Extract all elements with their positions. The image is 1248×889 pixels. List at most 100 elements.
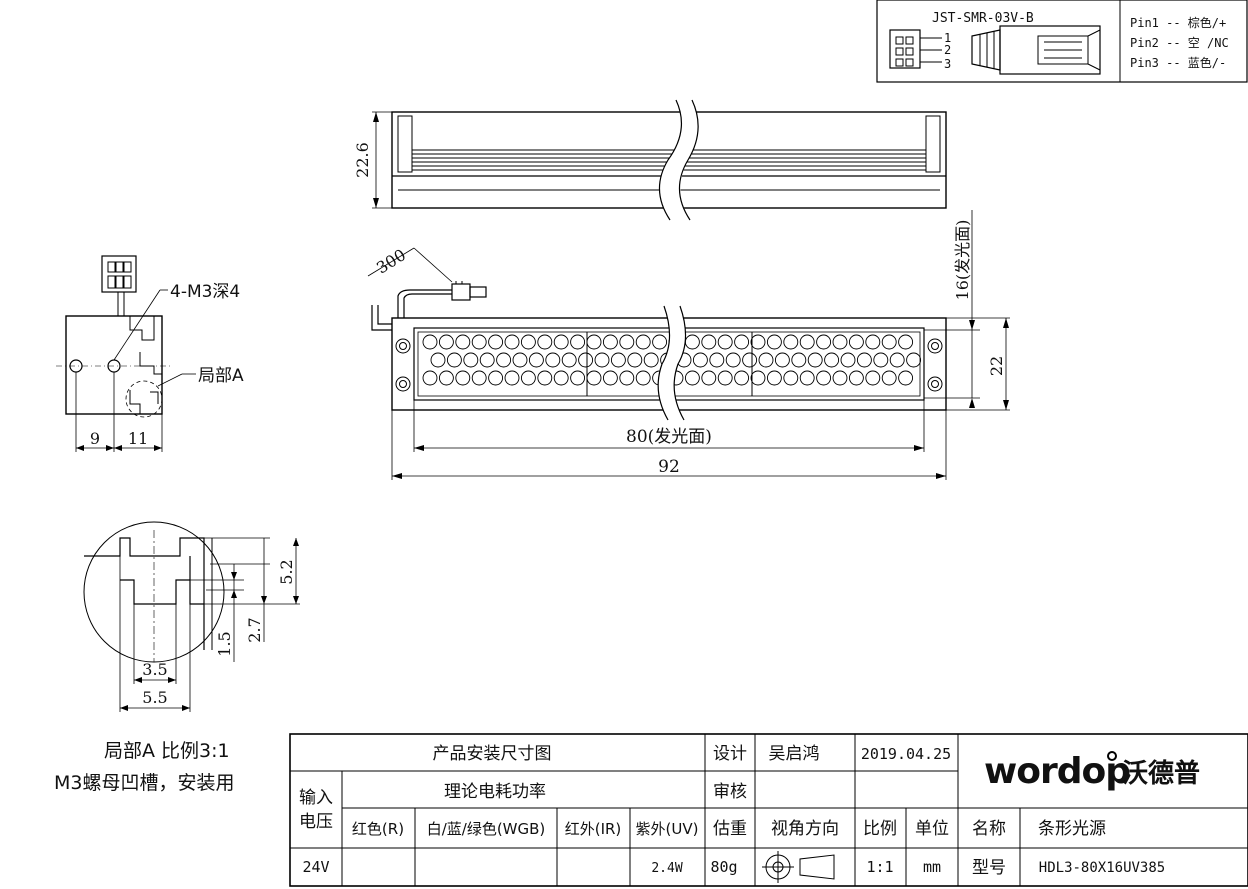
mounting-hole-tr — [927, 338, 943, 354]
led — [701, 370, 717, 386]
connector-info-box: JST-SMR-03V-B 1 2 3 — [876, 0, 1248, 83]
led — [692, 352, 708, 368]
tb-weight-label: 估重 — [713, 819, 747, 839]
dim-width-22: 22 — [987, 356, 1006, 376]
end-view: 4-M3深4 局部A 9 11 — [56, 255, 244, 452]
brand-logo: wordop 沃德普 — [984, 751, 1200, 792]
led — [619, 370, 635, 386]
detail-note-line1: 局部A 比例3:1 — [104, 740, 230, 762]
dim-end-9: 9 — [90, 429, 100, 448]
led — [570, 334, 586, 350]
led — [553, 370, 569, 386]
dim-emit-width-16: 16(发光面) — [953, 220, 972, 301]
mounting-hole-br — [927, 376, 943, 392]
led — [832, 334, 848, 350]
brand-cn: 沃德普 — [1122, 758, 1200, 789]
tb-col-red: 红色(R) — [352, 820, 404, 838]
tb-name-label: 名称 — [972, 819, 1006, 839]
led — [750, 334, 766, 350]
led — [537, 370, 553, 386]
led — [438, 334, 454, 350]
led — [602, 334, 618, 350]
led — [816, 334, 832, 350]
tb-view-label: 视角方向 — [771, 819, 839, 839]
detail-a-view: 5.2 2.7 1.5 3.5 5.5 局部A 比例3:1 M3螺母凹槽，安装用 — [54, 521, 300, 794]
led — [783, 334, 799, 350]
led — [446, 352, 462, 368]
led — [734, 334, 750, 350]
dim-detail-5-5: 5.5 — [142, 688, 167, 707]
led — [635, 370, 651, 386]
led — [881, 334, 897, 350]
detail-note-line2: M3螺母凹槽，安装用 — [54, 772, 234, 794]
led — [717, 370, 733, 386]
led — [889, 352, 905, 368]
led — [504, 370, 520, 386]
led — [758, 352, 774, 368]
tb-voltage: 24V — [302, 858, 329, 876]
tb-uv-power: 2.4W — [651, 861, 682, 876]
pin-number-3: 3 — [944, 57, 951, 71]
led — [684, 334, 700, 350]
led — [906, 352, 922, 368]
pin1-label: Pin1 -- 棕色/+ — [1130, 15, 1226, 30]
tb-input-label-1: 输入 — [299, 788, 333, 808]
dim-cable-300: 300 — [373, 245, 409, 277]
tb-unit: mm — [923, 858, 941, 876]
led — [725, 352, 741, 368]
led — [504, 334, 520, 350]
led — [570, 370, 586, 386]
led — [520, 370, 536, 386]
tb-model-label: 型号 — [972, 858, 1006, 878]
led — [807, 352, 823, 368]
tb-date: 2019.04.25 — [861, 745, 951, 763]
led — [528, 352, 544, 368]
led — [824, 352, 840, 368]
led — [799, 334, 815, 350]
led — [717, 334, 733, 350]
tb-col-ir: 红外(IR) — [565, 820, 622, 838]
led — [610, 352, 626, 368]
led — [742, 352, 758, 368]
brand-latin: wordop — [984, 751, 1130, 792]
dim-detail-2-7: 2.7 — [245, 617, 264, 642]
front-view: 300 16(发光面) 22 80( — [367, 210, 1010, 480]
mounting-hole-bl — [395, 376, 411, 392]
side-view: 22.6 — [353, 99, 947, 221]
led — [881, 370, 897, 386]
tb-scale-label: 比例 — [863, 819, 897, 839]
led — [643, 352, 659, 368]
led — [832, 370, 848, 386]
tb-scale: 1:1 — [866, 858, 893, 876]
connector-housing-icon — [889, 29, 942, 69]
led — [520, 334, 536, 350]
dim-detail-1-5: 1.5 — [215, 631, 234, 656]
led — [709, 352, 725, 368]
led — [422, 370, 438, 386]
led — [586, 334, 602, 350]
led — [791, 352, 807, 368]
led — [602, 370, 618, 386]
led — [545, 352, 561, 368]
led — [701, 334, 717, 350]
led — [898, 370, 914, 386]
pin2-label: Pin2 -- 空 /NC — [1130, 36, 1229, 50]
tb-weight: 80g — [710, 858, 737, 876]
tb-designer: 吴启鸿 — [769, 744, 820, 764]
led — [537, 334, 553, 350]
led — [856, 352, 872, 368]
led — [734, 370, 750, 386]
led — [627, 352, 643, 368]
led — [684, 370, 700, 386]
led — [488, 334, 504, 350]
tb-unit-label: 单位 — [915, 819, 949, 839]
led — [840, 352, 856, 368]
tb-col-wgb: 白/蓝/绿色(WGB) — [427, 820, 546, 838]
led — [898, 334, 914, 350]
led-array — [422, 334, 922, 386]
tb-col-uv: 紫外(UV) — [636, 820, 699, 838]
led — [455, 334, 471, 350]
pin-number-2: 2 — [944, 43, 951, 57]
led — [586, 370, 602, 386]
